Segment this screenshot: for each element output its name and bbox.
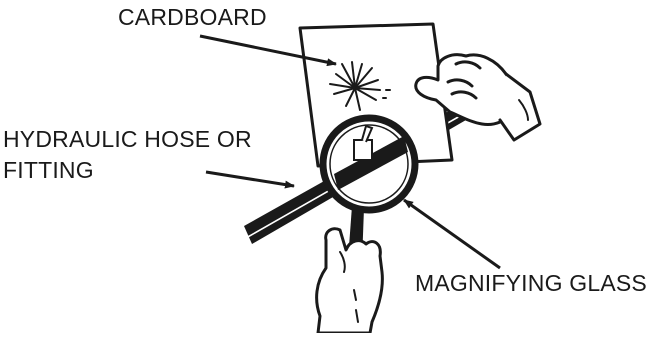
hose-arrow [205,170,295,189]
hydraulic-hose-label-line1: HYDRAULIC HOSE OR [3,126,252,152]
magnifying-glass-arrow [403,198,501,270]
left-hand-glove [315,227,384,335]
cardboard-label: CARDBOARD [118,4,267,30]
magnifying-glass-label: MAGNIFYING GLASS [415,270,647,296]
right-hand-glove [414,53,542,142]
hydraulic-hose-label: HYDRAULIC HOSE OR FITTING [3,124,252,186]
pointer-arrows [199,34,501,270]
oil-spray-burst [329,61,391,111]
hydraulic-hose-label-line2: FITTING [3,157,94,183]
cardboard-arrow [199,34,337,67]
